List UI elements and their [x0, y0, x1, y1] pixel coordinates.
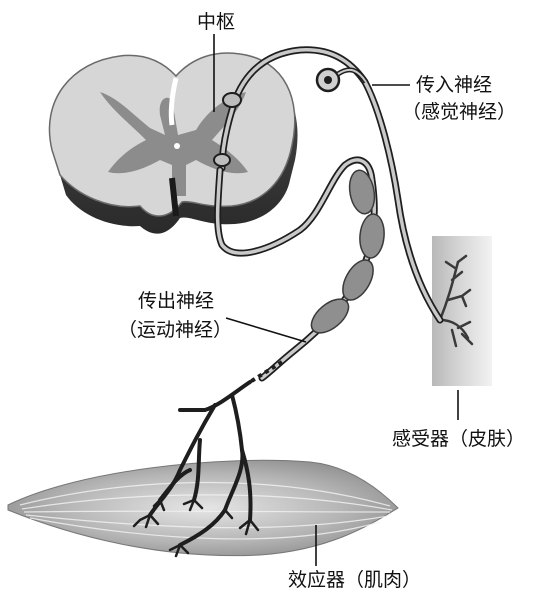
- myelin-sheath: [305, 168, 385, 339]
- central-canal: [174, 143, 180, 149]
- label-receptor: 感受器（皮肤）: [392, 428, 525, 450]
- label-afferent: 传入神经: [416, 74, 492, 96]
- ganglion-nucleus: [324, 76, 332, 84]
- label-efferent-alt: （运动神经）: [118, 319, 232, 341]
- synapse-node-lower: [214, 154, 230, 166]
- label-center: 中枢: [197, 11, 235, 33]
- label-effector: 效应器（肌肉）: [288, 569, 421, 591]
- spinal-cord: [49, 53, 297, 234]
- skin-receptor: [432, 236, 492, 386]
- synapse-node-upper: [223, 93, 241, 107]
- label-efferent: 传出神经: [138, 290, 214, 312]
- label-afferent-alt: （感觉神经）: [402, 101, 516, 123]
- leader-efferent: [226, 318, 306, 342]
- ventral-fissure: [172, 178, 176, 216]
